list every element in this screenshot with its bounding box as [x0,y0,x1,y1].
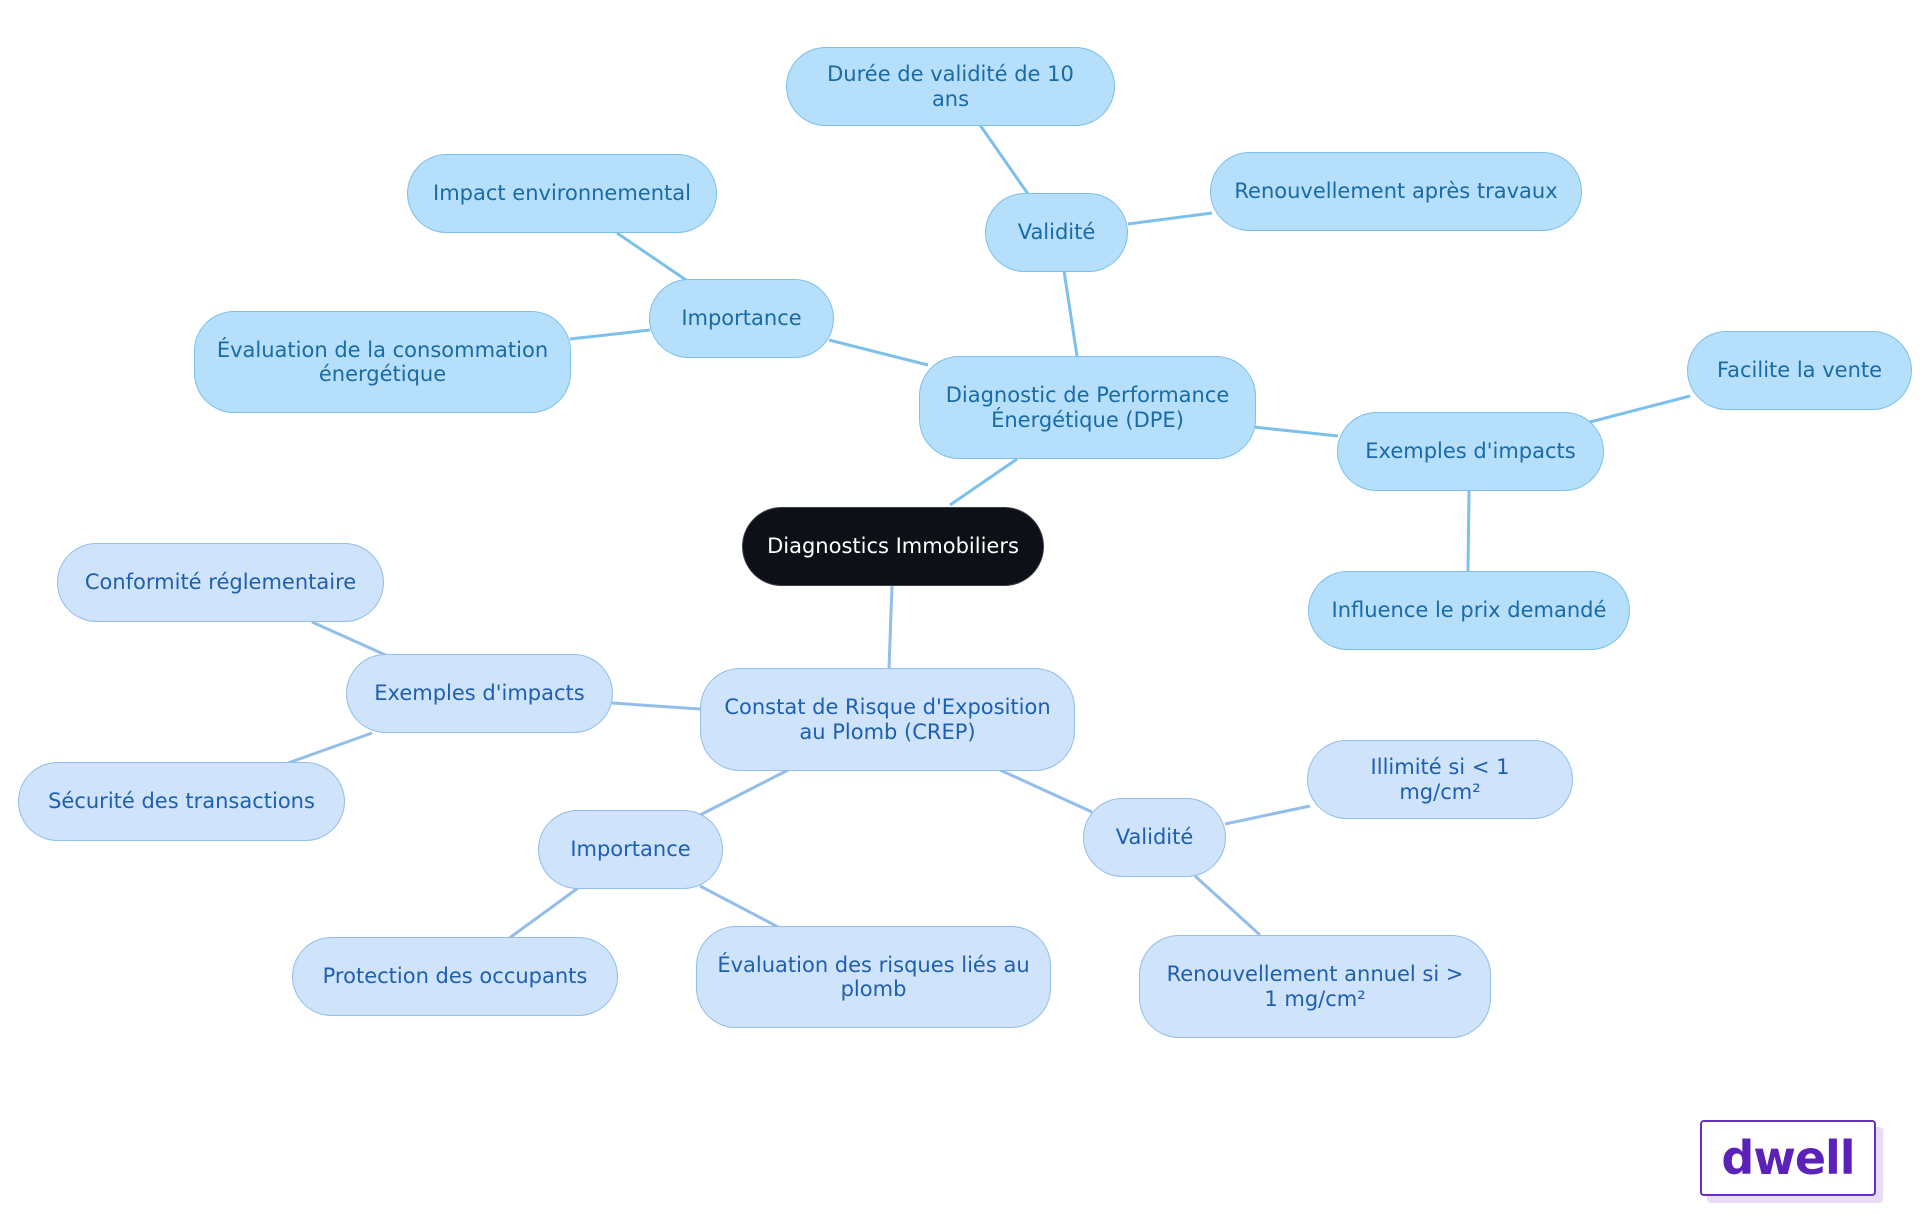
crep-validite-node[interactable]: Validité [1083,798,1226,877]
dpe-duree-validite-node[interactable]: Durée de validité de 10 ans [786,47,1115,126]
edge-validite-duree [978,124,1030,195]
crep-conformite-node[interactable]: Conformité réglementaire [57,543,384,622]
dpe-impact-environnemental-node[interactable]: Impact environnemental [407,154,717,233]
edge-validite-renouvellement-annuel [1193,874,1262,937]
edge-root-dpe [949,457,1018,507]
edge-importance-evaluation [569,328,651,341]
crep-protection-node[interactable]: Protection des occupants [292,937,618,1016]
edge-dpe-importance [828,338,929,367]
edge-importance-evaluation-plomb [699,884,779,929]
edge-crep-impacts [611,701,701,711]
dpe-exemples-impacts-node[interactable]: Exemples d'impacts [1337,412,1604,491]
edge-dpe-impacts [1253,425,1339,438]
edge-impacts-securite [287,731,373,765]
crep-importance-node[interactable]: Importance [538,810,723,889]
crep-exemples-impacts-node[interactable]: Exemples d'impacts [346,654,613,733]
edge-validite-renouvellement [1127,211,1213,226]
root-node[interactable]: Diagnostics Immobiliers [742,507,1044,586]
dwell-logo: dwell [1700,1120,1876,1196]
dpe-influence-prix-node[interactable]: Influence le prix demandé [1308,571,1630,650]
edge-impacts-facilite [1589,394,1691,424]
crep-node[interactable]: Constat de Risque d'Exposition au Plomb … [700,668,1075,771]
edge-impacts-influence [1466,490,1471,572]
crep-evaluation-risques-node[interactable]: Évaluation des risques liés au plomb [696,926,1051,1028]
edge-importance-protection [507,886,579,941]
edge-impacts-conformite [311,620,391,659]
crep-illimite-node[interactable]: Illimité si < 1 mg/cm² [1307,740,1573,819]
dpe-facilite-vente-node[interactable]: Facilite la vente [1687,331,1912,410]
dpe-evaluation-consommation-node[interactable]: Évaluation de la consommation énergétiqu… [194,311,571,413]
dpe-importance-node[interactable]: Importance [649,279,834,358]
crep-renouvellement-annuel-node[interactable]: Renouvellement annuel si > 1 mg/cm² [1139,935,1491,1038]
edge-root-crep [887,585,894,669]
dpe-node[interactable]: Diagnostic de Performance Énergétique (D… [919,356,1256,459]
crep-securite-node[interactable]: Sécurité des transactions [18,762,345,841]
edge-importance-impact-env [616,231,687,282]
edge-crep-importance [699,768,789,817]
edge-dpe-validite [1062,270,1079,357]
dpe-validite-node[interactable]: Validité [985,193,1128,272]
dpe-renouvellement-travaux-node[interactable]: Renouvellement après travaux [1210,152,1582,231]
edge-crep-validite [999,768,1093,814]
edge-validite-illimite [1224,804,1311,826]
